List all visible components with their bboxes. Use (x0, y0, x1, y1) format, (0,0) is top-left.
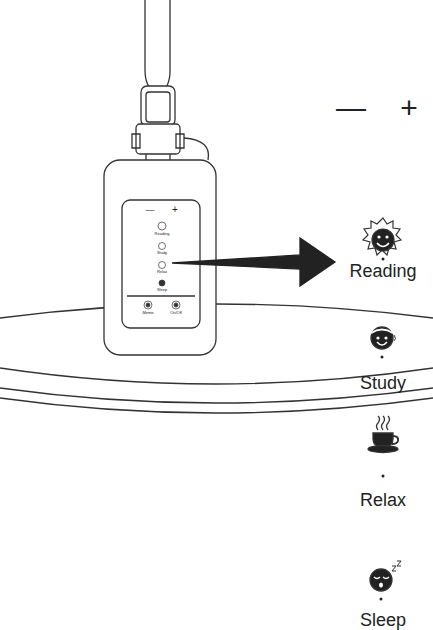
mode-label: Study (360, 374, 406, 392)
mode-label: Reading (349, 262, 416, 280)
panel-symbol: + (172, 205, 178, 215)
panel-mode-label: Study (157, 251, 167, 255)
panel-button-label: Memo (142, 311, 153, 315)
panel-button-label: On/Off (170, 311, 182, 315)
mode-label: Relax (360, 491, 406, 509)
control-symbol: + (400, 93, 418, 123)
control-symbol: — (336, 93, 366, 123)
panel-mode-label: Sleep (157, 288, 167, 292)
panel-mode-label: Relax (157, 270, 167, 274)
panel-mode-label: Reading (155, 232, 170, 236)
panel-symbol: — (146, 206, 155, 215)
mode-label: Sleep (360, 611, 406, 629)
